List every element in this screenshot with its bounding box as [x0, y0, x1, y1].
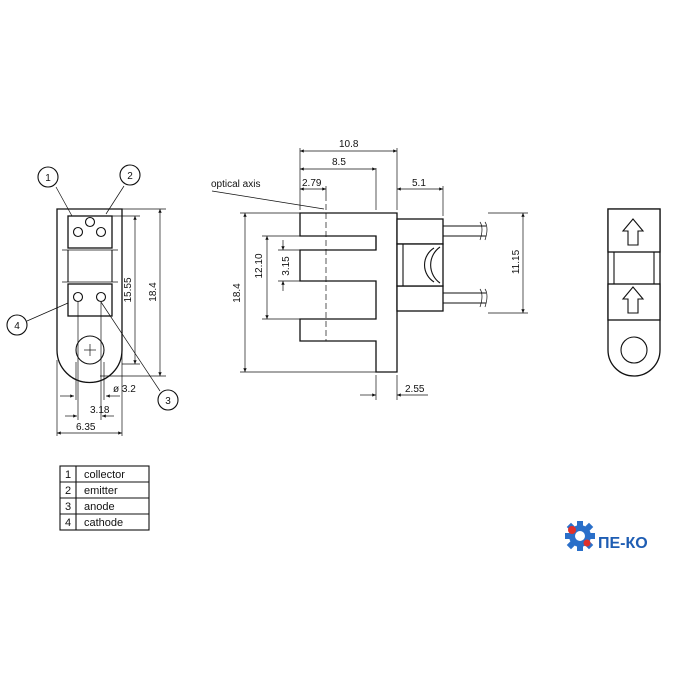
dim-tab-2-55: 2.55 — [405, 384, 425, 395]
dim-top-2-79: 2.79 — [302, 178, 322, 189]
dim-top-8-5: 8.5 — [332, 157, 346, 168]
dim-lead-span: 11.15 — [511, 249, 522, 274]
pin-legend-table: 1 collector 2 emitter 3 anode 4 cathode — [59, 465, 150, 531]
legend-label-4: cathode — [84, 517, 123, 529]
company-logo: ПЕ-КО — [565, 521, 648, 552]
dim-side-height: 18.4 — [232, 283, 243, 303]
up-arrow-icon — [621, 286, 645, 314]
legend-num-1: 1 — [65, 469, 71, 481]
legend-label-3: anode — [84, 501, 115, 513]
side-view: 10.8 8.5 2.79 5.1 optical axis 18.4 12.1… — [211, 139, 528, 400]
dim-15-55: 15.55 — [123, 277, 134, 302]
callout-pin-2: 2 — [127, 171, 133, 182]
callout-pin-3: 3 — [165, 396, 171, 407]
up-arrow-icon — [621, 218, 645, 246]
dim-top-overall: 10.8 — [339, 139, 359, 150]
top-view — [607, 208, 661, 377]
dim-18-4-left: 18.4 — [148, 282, 159, 302]
legend-num-2: 2 — [65, 485, 71, 497]
dim-hole-dia: ø 3.2 — [113, 384, 136, 395]
optical-axis-label: optical axis — [211, 179, 260, 190]
dim-slot-3-15: 3.15 — [281, 256, 292, 276]
gear-icon — [565, 521, 595, 551]
callout-pin-4: 4 — [14, 321, 20, 332]
logo-text: ПЕ-КО — [598, 535, 648, 552]
dim-slot-12-10: 12.10 — [254, 253, 265, 278]
dim-width: 6.35 — [76, 422, 96, 433]
bottom-view: 1 2 4 3 15.55 18.4 ø 3.2 3.18 6.35 — [6, 164, 179, 436]
callout-pin-1: 1 — [45, 173, 51, 184]
dim-pitch: 3.18 — [90, 405, 110, 416]
legend-num-4: 4 — [65, 517, 71, 529]
legend-label-1: collector — [84, 469, 125, 481]
legend-num-3: 3 — [65, 501, 71, 513]
dim-top-5-1: 5.1 — [412, 178, 426, 189]
legend-label-2: emitter — [84, 485, 118, 497]
